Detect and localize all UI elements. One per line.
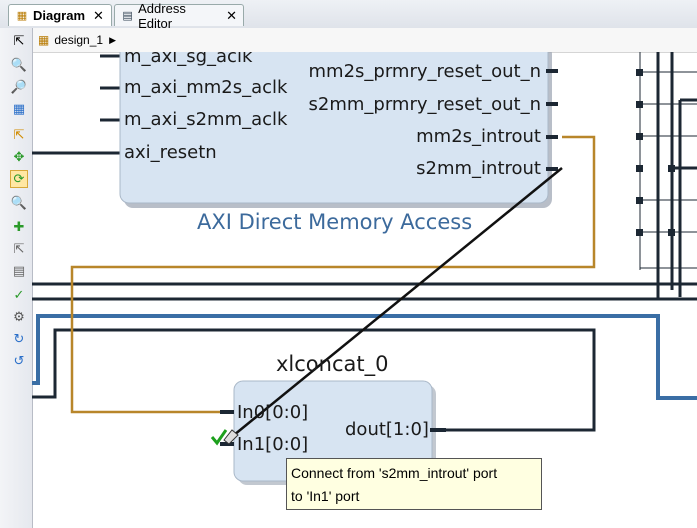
zoom-in-icon[interactable]: 🔍 (10, 57, 28, 72)
tooltip-line-1: Connect from 's2mm_introut' port (291, 465, 498, 481)
diagram-icon: ▦ (16, 10, 28, 22)
close-icon[interactable]: ✕ (93, 7, 104, 23)
search-icon[interactable]: 🔍 (10, 195, 28, 210)
tab-address-editor[interactable]: ▤ Address Editor ✕ (114, 1, 244, 31)
port-m-axi-sg-aclk[interactable]: m_axi_sg_aclk (124, 52, 253, 67)
auto-connect-icon[interactable]: ⟳ (10, 170, 28, 188)
port-mm2s-prmry-reset-out-n[interactable]: mm2s_prmry_reset_out_n (308, 61, 541, 82)
axi-dma-block[interactable] (119, 52, 552, 208)
select-area-icon[interactable]: ⇱ (13, 127, 25, 142)
zoom-fit-icon[interactable]: ▦ (12, 101, 26, 116)
concat-instance-name: xlconcat_0 (276, 352, 389, 376)
pencil-cursor-icon (223, 429, 239, 445)
port-m-axi-s2mm-aclk[interactable]: m_axi_s2mm_aclk (124, 109, 288, 130)
dma-right-stubs (546, 69, 558, 171)
dma-block-title: AXI Direct Memory Access (197, 210, 473, 234)
wire-net (32, 52, 697, 432)
address-editor-icon: ▤ (122, 10, 133, 22)
connection-tooltip: Connect from 's2mm_introut' port to 'In1… (286, 458, 542, 510)
tab-diagram[interactable]: ▦ Diagram ✕ (8, 4, 112, 26)
breadcrumb-design[interactable]: design_1 (54, 33, 104, 47)
tab-address-editor-label: Address Editor (138, 0, 186, 31)
regenerate-layout-icon[interactable]: ↻ (13, 331, 25, 346)
concat-port-stubs (220, 410, 446, 446)
maximize-icon[interactable]: ⇱ (13, 33, 25, 48)
add-ip-icon[interactable]: ✚ (13, 219, 25, 234)
close-icon[interactable]: ✕ (226, 7, 237, 23)
chevron-right-icon[interactable]: ▶ (109, 34, 116, 45)
port-dout[interactable]: dout[1:0] (345, 419, 429, 440)
drag-connection-line (233, 167, 563, 436)
fit-selection-icon[interactable]: ✥ (13, 149, 25, 164)
tab-bar: ▦ Diagram ✕ ▤ Address Editor ✕ (0, 0, 697, 31)
port-in0[interactable]: In0[0:0] (237, 402, 309, 423)
port-s2mm-introut[interactable]: s2mm_introut (416, 158, 541, 179)
check-icon (210, 429, 228, 446)
breadcrumb: ▦ design_1 ▶ (32, 28, 697, 53)
mm2s-introut-wire (70, 135, 596, 414)
port-m-axi-mm2s-aclk[interactable]: m_axi_mm2s_aclk (124, 77, 288, 98)
port-in1[interactable]: In1[0:0] (237, 434, 309, 455)
validate-design-icon[interactable]: ✓ (13, 287, 25, 302)
diagram-canvas[interactable]: m_axi_sg_aclk m_axi_mm2s_aclk m_axi_s2mm… (32, 52, 697, 528)
thin-wires (639, 52, 697, 270)
port-axi-resetn[interactable]: axi_resetn (124, 142, 217, 163)
hierarchy-icon: ▦ (38, 33, 50, 47)
diagram-toolbar: ⇱ 🔍 🔎 ▦ ⇱ ✥ ⟳ 🔍 ✚ ⇱ ▤ ✓ ⚙ ↻ ↺ (0, 28, 33, 528)
tooltip-line-2: to 'In1' port (291, 488, 360, 504)
port-s2mm-prmry-reset-out-n[interactable]: s2mm_prmry_reset_out_n (308, 94, 541, 115)
junction-dots (636, 69, 675, 236)
ports-icon[interactable]: ▤ (12, 263, 26, 278)
gear-icon[interactable]: ⚙ (13, 309, 25, 324)
tab-diagram-label: Diagram (33, 8, 86, 23)
interconnect-bus (32, 314, 697, 400)
zoom-out-icon[interactable]: 🔎 (10, 79, 28, 94)
pointer-icon[interactable]: ⇱ (13, 241, 25, 256)
port-mm2s-introut[interactable]: mm2s_introut (416, 126, 541, 147)
refresh-icon[interactable]: ↺ (13, 353, 25, 368)
